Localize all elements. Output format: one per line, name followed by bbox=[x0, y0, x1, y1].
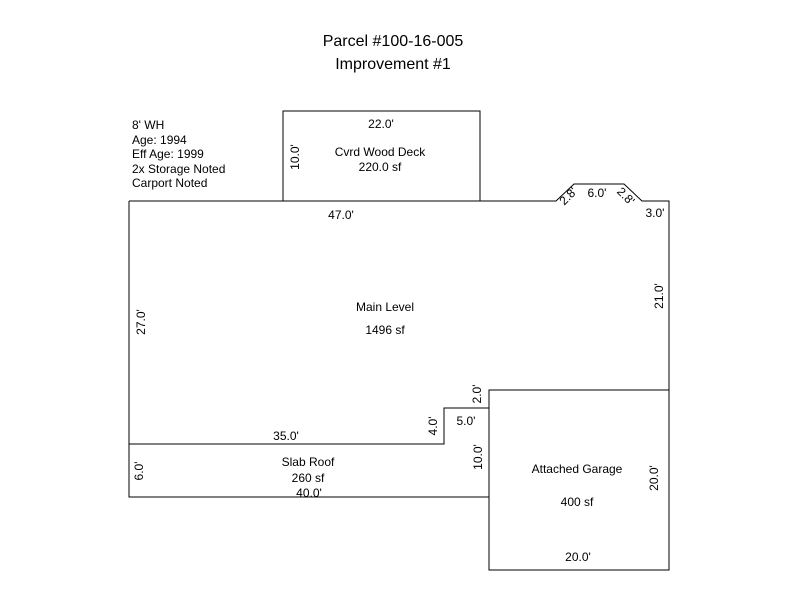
deck-area: 220.0 sf bbox=[359, 160, 402, 174]
garage-outline bbox=[488, 389, 670, 571]
dim-bay-right: 2.8' bbox=[614, 185, 637, 208]
dim-slab-left: 6.0' bbox=[132, 462, 146, 481]
garage-name: Attached Garage bbox=[532, 462, 623, 476]
main-level-name: Main Level bbox=[356, 300, 414, 314]
dim-main-right: 21.0' bbox=[652, 283, 666, 309]
dim-main-left: 27.0' bbox=[134, 309, 148, 335]
main-level-outline bbox=[128, 183, 670, 445]
note-wall-height: 8' WH bbox=[132, 118, 165, 132]
dim-step-vertical: 4.0' bbox=[426, 417, 440, 436]
dim-bay-mid: 6.0' bbox=[588, 186, 607, 200]
dim-deck-width: 22.0' bbox=[368, 117, 394, 131]
dim-deck-depth: 10.0' bbox=[288, 144, 302, 170]
dim-garage-bottom: 20.0' bbox=[565, 550, 591, 564]
parcel-title: Parcel #100-16-005 bbox=[322, 33, 464, 50]
deck-name: Cvrd Wood Deck bbox=[335, 145, 426, 159]
dim-main-right-top: 3.0' bbox=[646, 206, 665, 220]
dim-step-upper: 2.0' bbox=[470, 385, 484, 404]
note-eff-age: Eff Age: 1999 bbox=[132, 147, 204, 161]
dim-slab-bottom: 40.0' bbox=[296, 486, 322, 500]
dim-bay-left: 2.8' bbox=[557, 185, 580, 208]
dim-main-bottom: 35.0' bbox=[273, 429, 299, 443]
dim-garage-right: 20.0' bbox=[647, 465, 661, 491]
note-storage: 2x Storage Noted bbox=[132, 161, 226, 176]
dim-step-horizontal: 5.0' bbox=[457, 414, 476, 428]
improvement-title: Improvement #1 bbox=[335, 56, 451, 73]
slab-roof-area: 260 sf bbox=[292, 471, 325, 485]
dim-garage-left: 10.0' bbox=[471, 444, 485, 470]
note-age: Age: 1994 bbox=[132, 132, 187, 147]
dim-main-top: 47.0' bbox=[328, 208, 354, 222]
slab-roof-name: Slab Roof bbox=[282, 455, 335, 469]
main-level-area: 1496 sf bbox=[365, 323, 405, 337]
garage-area: 400 sf bbox=[561, 495, 594, 509]
note-carport: Carport Noted bbox=[132, 176, 208, 190]
property-notes: 8' WH Age: 1994 Eff Age: 1999 2x Storage… bbox=[132, 118, 225, 191]
